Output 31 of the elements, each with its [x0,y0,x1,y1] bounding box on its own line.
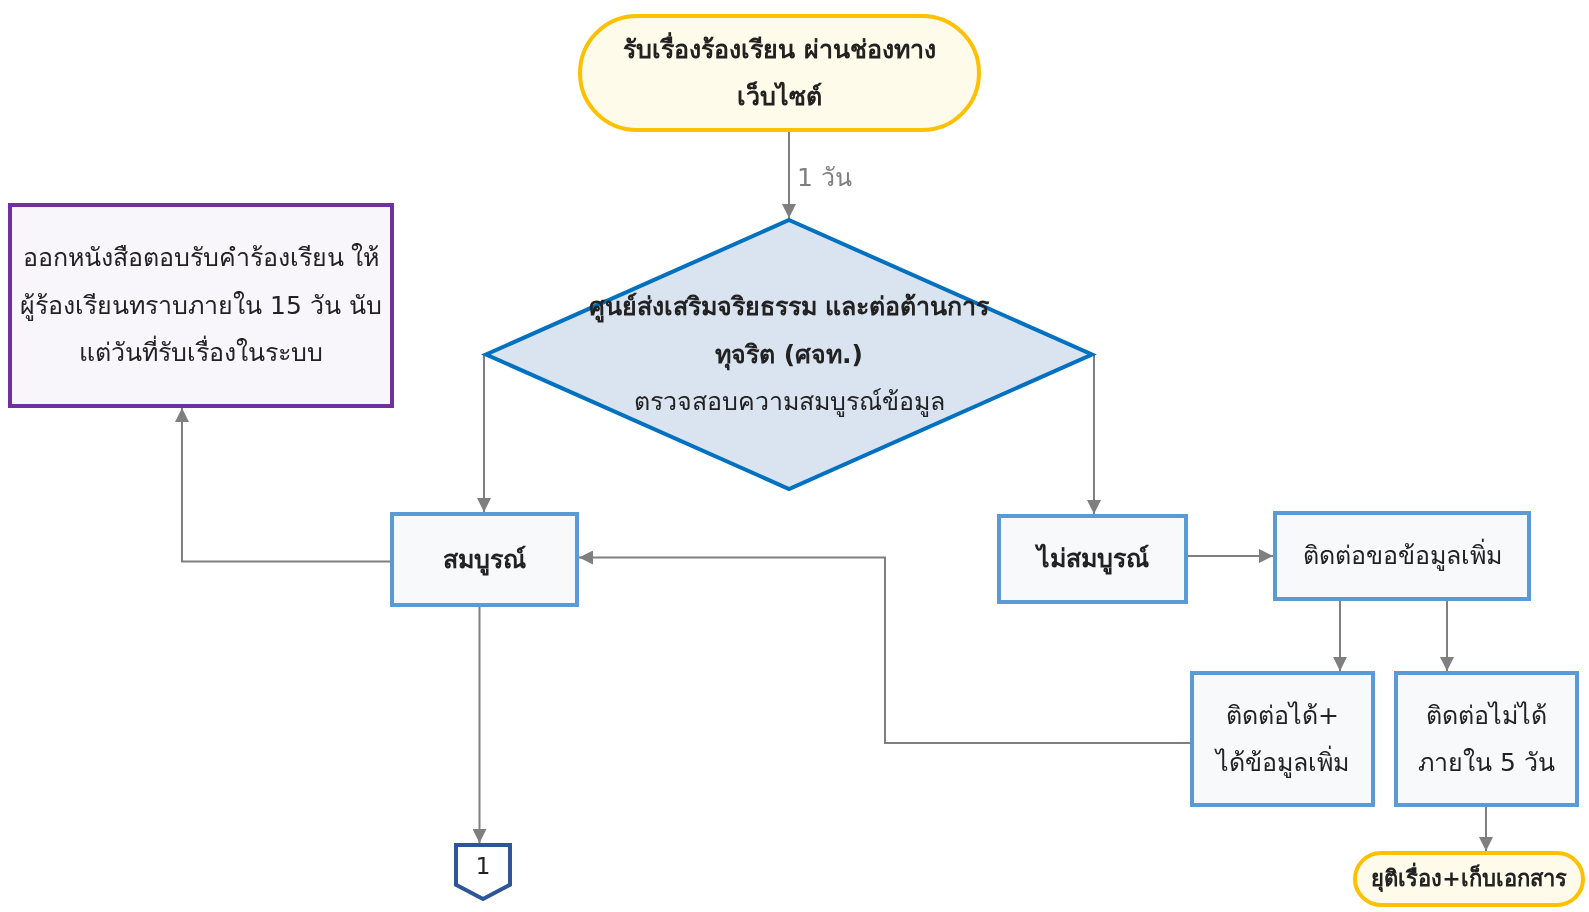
node-text: ติดต่อขอข้อมูลเพิ่ม [1302,532,1502,580]
node-heading: ไม่สมบูรณ์ [1036,542,1149,577]
off-page-connector [454,843,512,901]
node-heading: ศูนย์ส่งเสริมจริยธรรม และต่อต้านการทุจริต (ศจท.) [587,291,991,373]
process-box [1394,671,1579,807]
node-heading: ยุติเรื่อง+เก็บเอกสาร [1371,858,1567,900]
terminator-shape [1353,851,1585,907]
edge-label: 1 วัน [797,162,852,194]
node-text: ออกหนังสือตอบรับคำร้องเรียน ให้ผู้ร้องเรียนทราบภายใน 15 วัน นับแต่วันที่รับเรื่องในระบบ [19,242,383,370]
arrow [1087,353,1101,515]
arrow [782,131,796,219]
process-box [390,512,579,607]
arrow [1479,806,1493,852]
arrow [472,606,487,844]
node-heading: สมบูรณ์ [443,543,526,578]
arrow [578,550,1191,744]
node-text: ตรวจสอบความสมบูรณ์ข้อมูล [633,386,945,419]
decision-diamond [484,218,1094,491]
arrow [175,407,391,563]
note-box [8,203,394,408]
process-box [1273,511,1531,601]
arrow [1333,600,1347,672]
node-text: ติดต่อไม่ได้ ภายใน 5 วัน [1417,699,1556,779]
arrow [477,353,491,513]
node-heading: รับเรื่องร้องเรียน ผ่านช่องทางเว็บไซต์ [622,31,937,113]
process-box [997,514,1188,604]
node-text: ติดต่อได้+ ได้ข้อมูลเพิ่ม [1213,699,1350,780]
arrow [1440,600,1454,672]
node-text: 1 [475,852,491,882]
process-box [1190,671,1375,807]
arrow [1187,549,1274,563]
